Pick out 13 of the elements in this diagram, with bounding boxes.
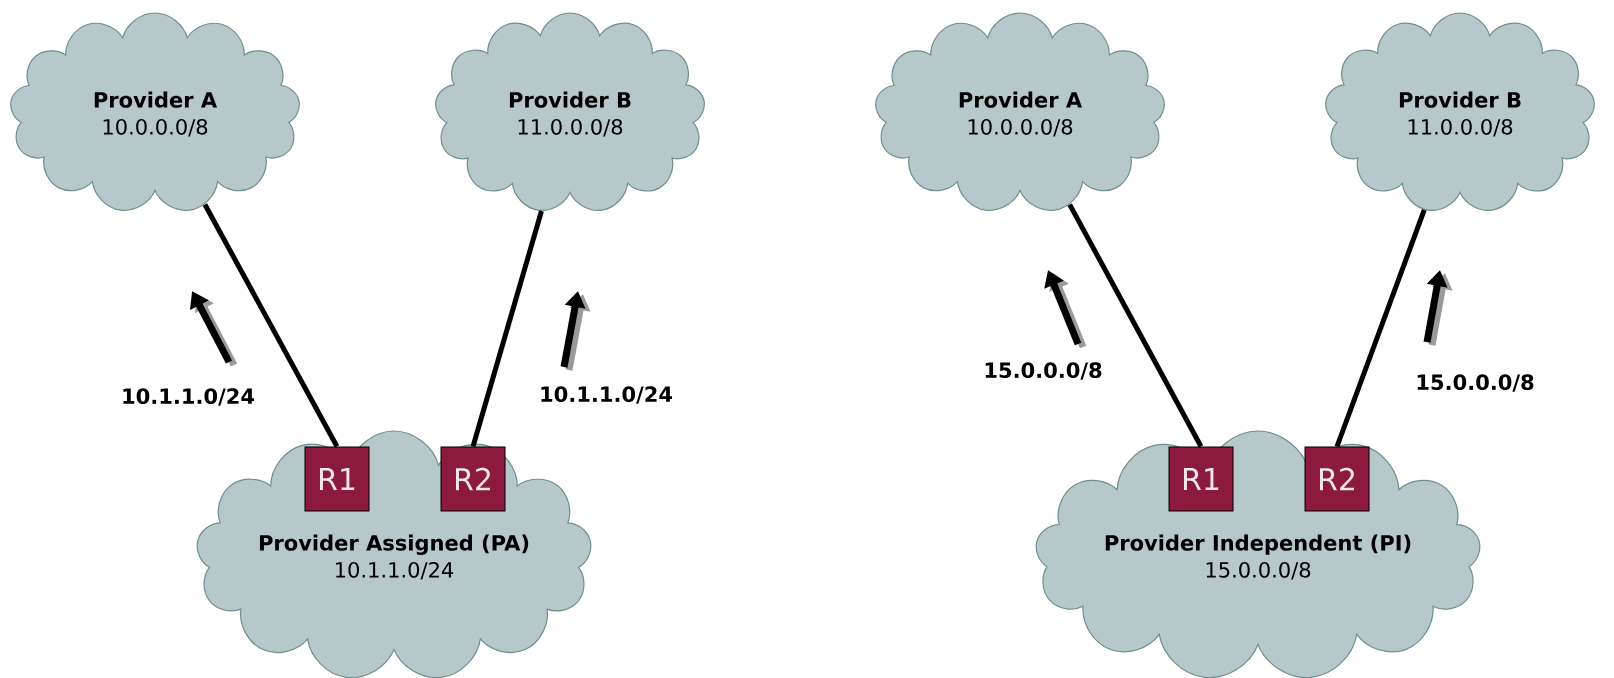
router-box: R2 (1304, 446, 1370, 512)
connector-line (470, 210, 544, 448)
router-box: R1 (1168, 446, 1234, 512)
cloud: Provider B 11.0.0.0/8 (435, 12, 705, 211)
cloud: Provider B 11.0.0.0/8 (1325, 12, 1595, 211)
prefix-label: 15.0.0.0/8 (985, 362, 1102, 380)
cloud: Provider A 10.0.0.0/8 (875, 12, 1165, 211)
cloud: Provider A 10.0.0.0/8 (10, 12, 300, 211)
connector-line (1067, 203, 1204, 448)
router-box: R1 (304, 446, 370, 512)
connector-line (202, 203, 340, 448)
router-box: R2 (440, 446, 506, 512)
connector-line (1334, 209, 1427, 448)
